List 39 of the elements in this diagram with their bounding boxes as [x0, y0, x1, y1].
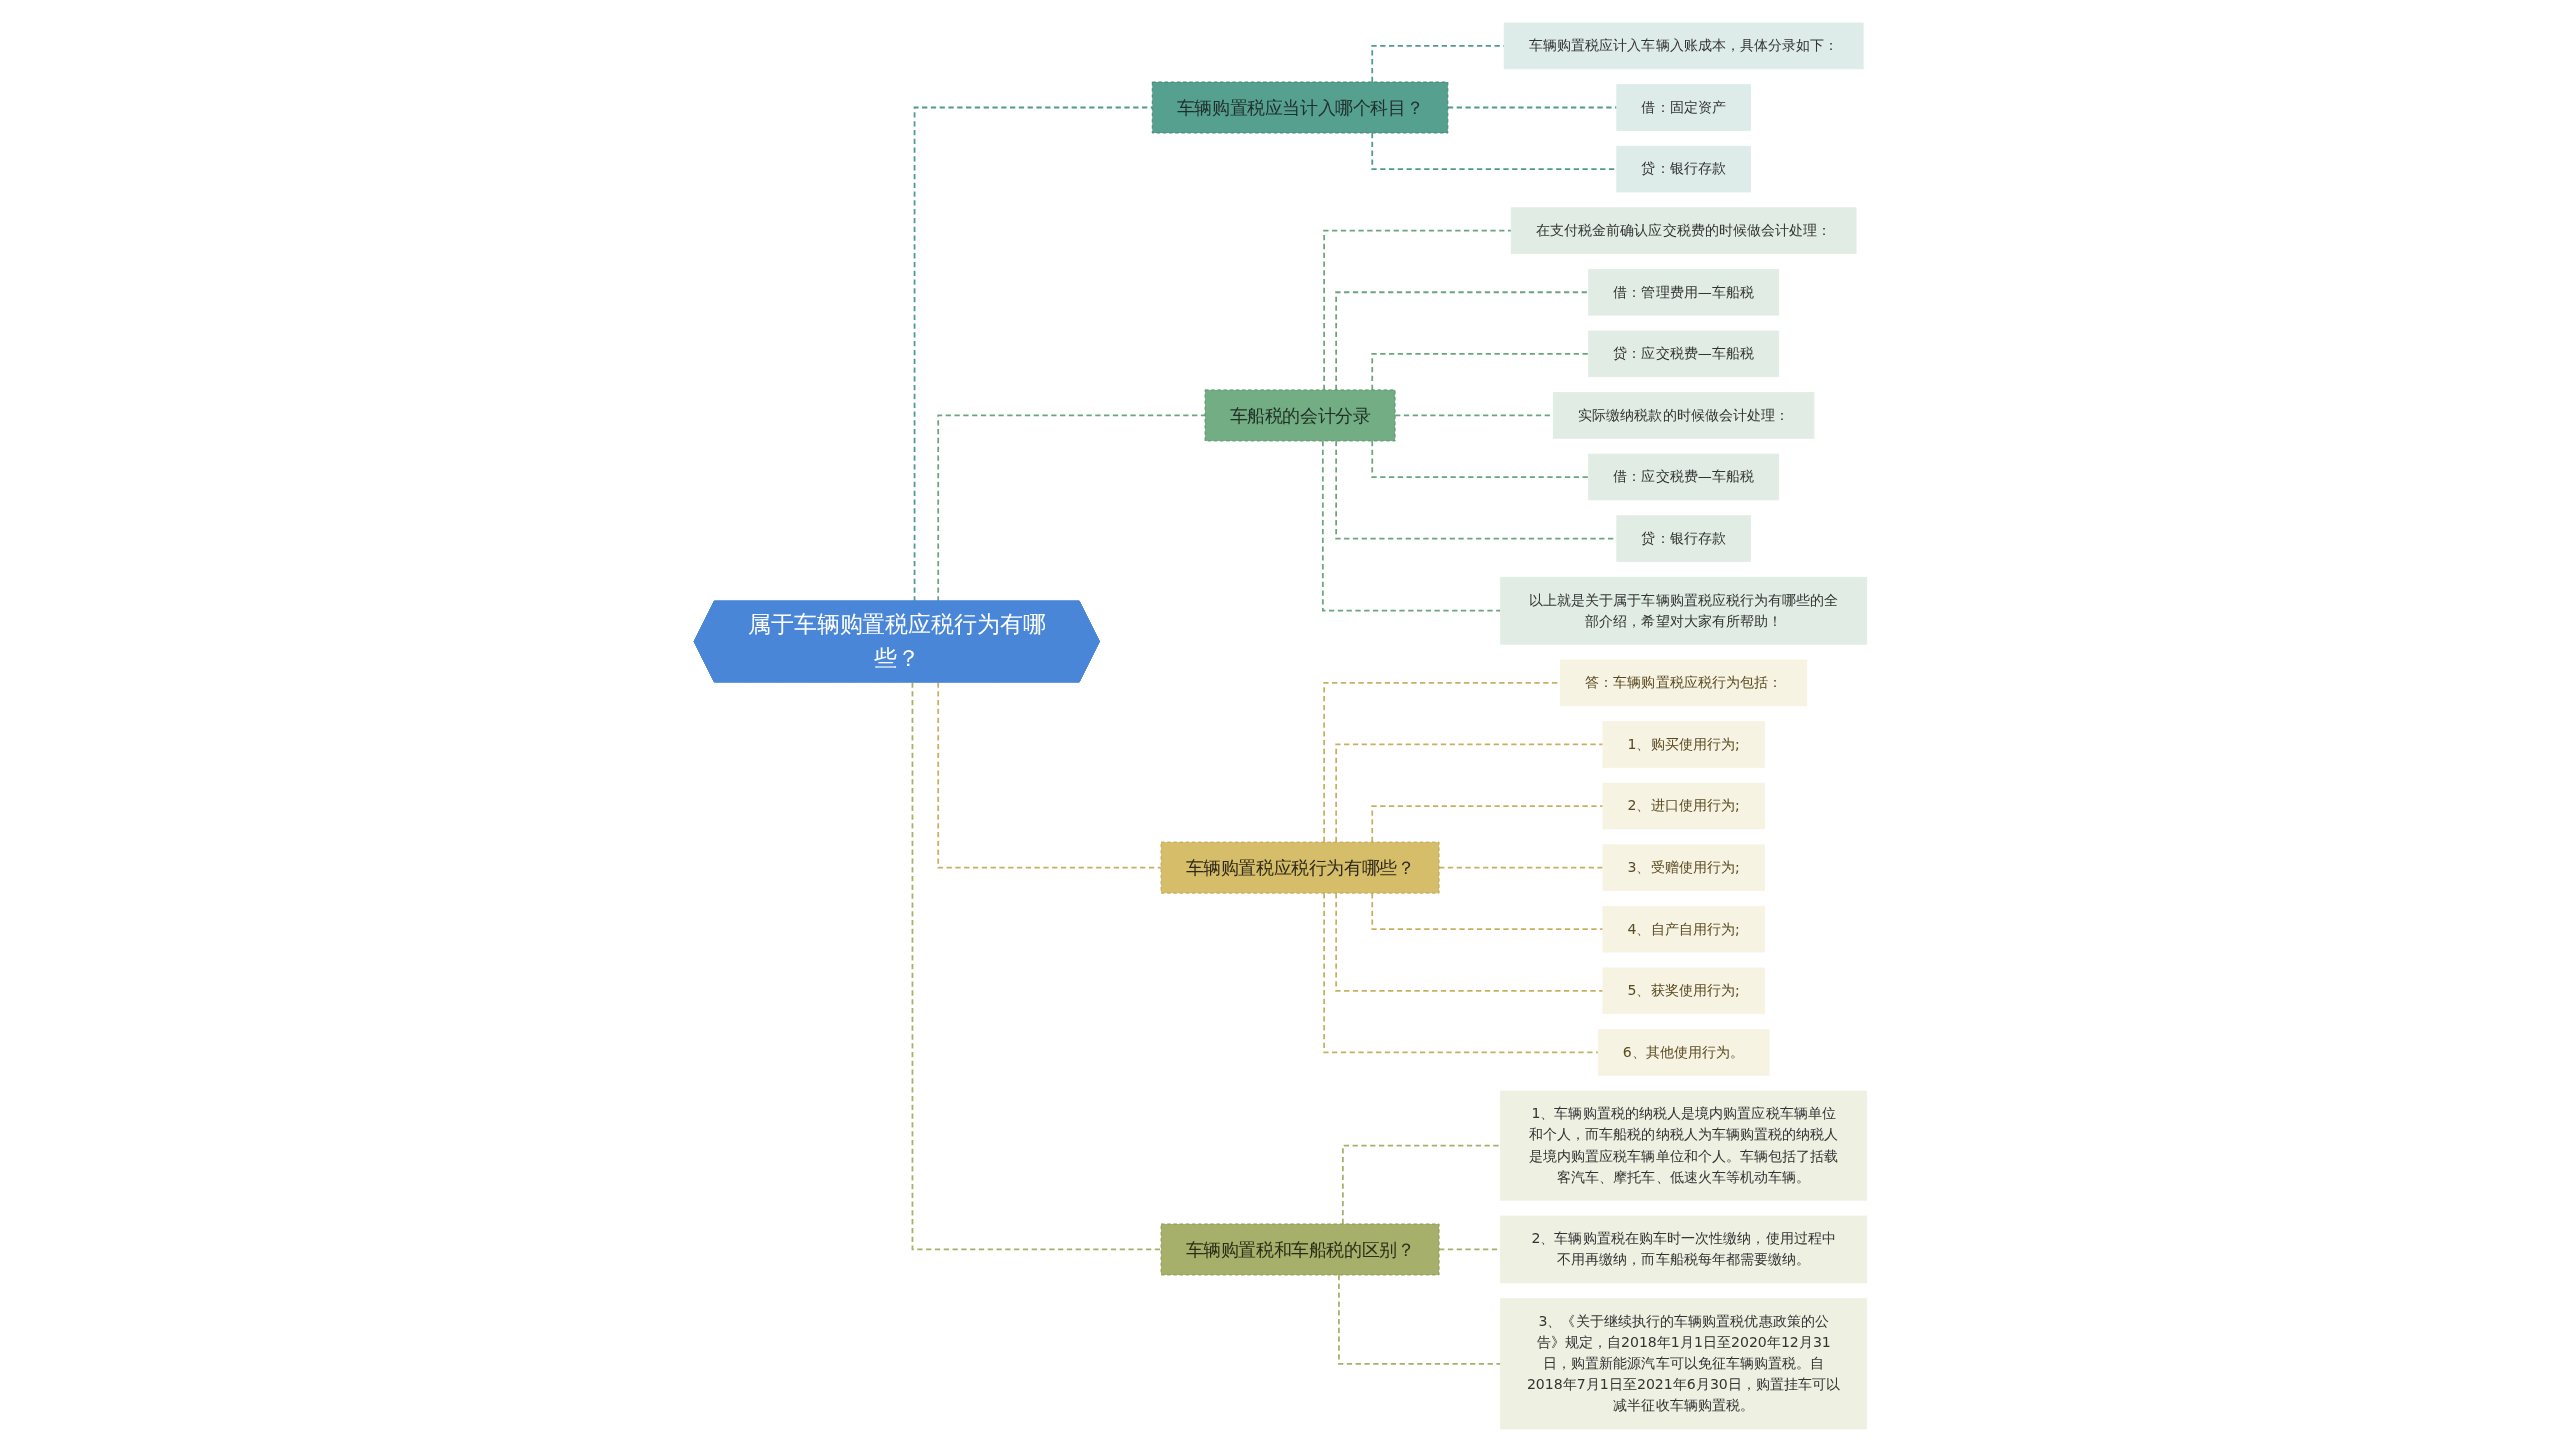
connector: [1334, 892, 1604, 992]
node-box: 3、受赠使用行为;: [1602, 844, 1765, 891]
connector: [1334, 743, 1604, 843]
connector: [1371, 805, 1604, 843]
connector: [1437, 866, 1604, 869]
connector: [1371, 892, 1604, 931]
connector: [1337, 1274, 1502, 1365]
node-box: 车辆购置税和车船税的区别？: [1160, 1223, 1440, 1276]
node-box: 答：车辆购置税应税行为包括：: [1559, 659, 1807, 707]
node-box: 借：管理费用—车船税: [1587, 268, 1779, 316]
connector: [1334, 291, 1590, 391]
connector: [1321, 440, 1502, 612]
connector: [936, 414, 1206, 603]
node-box: 以上就是关于属于车辆购置税应税行为有哪些的全部介绍，希望对大家有所帮助！: [1499, 576, 1867, 645]
connector: [911, 681, 1162, 1251]
connector: [1322, 229, 1512, 391]
node-box: 在支付税金前确认应交税费的时候做会计处理：: [1510, 207, 1857, 254]
connector: [1371, 352, 1590, 391]
node-box: 1、购买使用行为;: [1602, 721, 1765, 768]
node-box: 贷：银行存款: [1616, 145, 1751, 193]
node-box: 1、车辆购置税的纳税人是境内购置应税车辆单位和个人，而车船税的纳税人为车辆购置税的纳税人是境内购置应税车辆单位和个人。车辆包括了括载客汽车、摩托车、低速火车等机动车辆。: [1499, 1090, 1867, 1201]
node-box: 贷：银行存款: [1616, 515, 1751, 562]
node-box: 车辆购置税应计入车辆入账成本，具体分录如下：: [1503, 22, 1864, 70]
node-box: 2、车辆购置税在购车时一次性缴纳，使用过程中不用再缴纳，而车船税每年都需要缴纳。: [1499, 1215, 1867, 1284]
connector: [1341, 1144, 1502, 1225]
node-box: 车船税的会计分录: [1204, 389, 1396, 442]
connector: [936, 681, 1162, 869]
node-box: 车辆购置税应税行为有哪些？: [1160, 841, 1440, 894]
node-box: 借：固定资产: [1616, 84, 1751, 131]
node-box: 实际缴纳税款的时候做会计处理：: [1552, 392, 1814, 439]
node-box: 4、自产自用行为;: [1602, 905, 1765, 953]
node-box: 借：应交税费—车船税: [1587, 453, 1779, 501]
node-box: 6、其他使用行为。: [1597, 1029, 1770, 1076]
node-box: 3、《关于继续执行的车辆购置税优惠政策的公告》规定，自2018年1月1日至2020年12月31日，购置新能源汽车可以免征车辆购置税。自2018年7月1日至2021年6月30日，购置挂车可以减半征收车辆购置税。: [1499, 1298, 1867, 1430]
connector: [1371, 440, 1590, 478]
node-box: 贷：应交税费—车船税: [1587, 330, 1779, 378]
node-box: 2、进口使用行为;: [1602, 782, 1765, 830]
node-box: 车辆购置税应当计入哪个科目？: [1151, 81, 1448, 134]
node-box: 5、获奖使用行为;: [1602, 967, 1765, 1015]
